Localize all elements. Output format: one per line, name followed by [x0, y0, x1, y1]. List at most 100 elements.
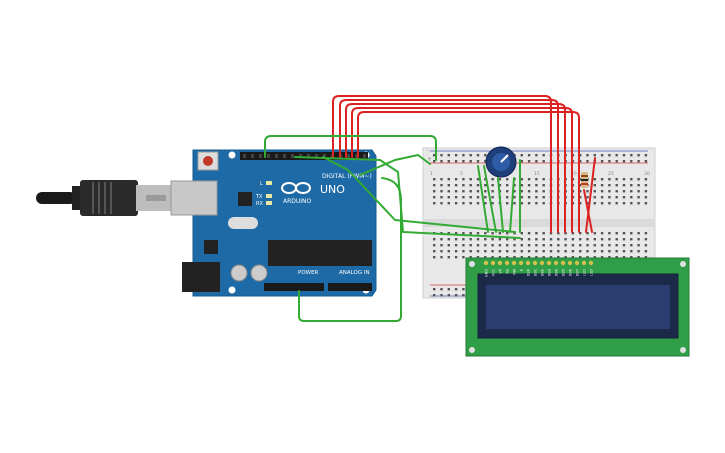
- breadboard-hole[interactable]: [447, 160, 450, 163]
- breadboard-hole[interactable]: [491, 178, 494, 181]
- breadboard-hole[interactable]: [484, 238, 487, 241]
- breadboard-hole[interactable]: [535, 190, 538, 193]
- breadboard-hole[interactable]: [608, 238, 611, 241]
- breadboard-hole[interactable]: [454, 196, 458, 199]
- breadboard-hole[interactable]: [454, 178, 458, 181]
- breadboard-hole[interactable]: [469, 256, 472, 259]
- breadboard-hole[interactable]: [557, 244, 560, 247]
- breadboard-hole[interactable]: [454, 232, 458, 235]
- breadboard-hole[interactable]: [579, 160, 582, 163]
- breadboard-hole[interactable]: [593, 196, 596, 199]
- lcd-pin[interactable]: [567, 260, 573, 266]
- breadboard-hole[interactable]: [484, 184, 487, 187]
- breadboard-hole[interactable]: [440, 184, 443, 187]
- breadboard-hole[interactable]: [644, 160, 648, 163]
- breadboard-hole[interactable]: [600, 178, 604, 181]
- breadboard-hole[interactable]: [600, 190, 604, 193]
- breadboard-hole[interactable]: [454, 294, 458, 297]
- breadboard-hole[interactable]: [549, 256, 553, 259]
- breadboard-hole[interactable]: [462, 160, 465, 163]
- breadboard-hole[interactable]: [579, 154, 582, 157]
- breadboard-hole[interactable]: [615, 190, 618, 193]
- breadboard-hole[interactable]: [527, 154, 531, 157]
- breadboard-hole[interactable]: [440, 202, 443, 205]
- breadboard-hole[interactable]: [527, 184, 531, 187]
- breadboard-hole[interactable]: [513, 184, 516, 187]
- potentiometer[interactable]: [485, 146, 517, 178]
- breadboard-hole[interactable]: [440, 250, 443, 253]
- breadboard-hole[interactable]: [469, 202, 472, 205]
- breadboard-hole[interactable]: [469, 184, 472, 187]
- breadboard-hole[interactable]: [579, 178, 582, 181]
- breadboard-hole[interactable]: [535, 160, 538, 163]
- breadboard-hole[interactable]: [484, 196, 487, 199]
- breadboard-hole[interactable]: [608, 250, 611, 253]
- breadboard-hole[interactable]: [600, 196, 604, 199]
- breadboard-hole[interactable]: [535, 184, 538, 187]
- breadboard-hole[interactable]: [440, 256, 443, 259]
- breadboard-hole[interactable]: [520, 196, 523, 199]
- breadboard-hole[interactable]: [615, 238, 618, 241]
- breadboard-hole[interactable]: [586, 232, 589, 235]
- breadboard-hole[interactable]: [498, 244, 502, 247]
- breadboard-hole[interactable]: [469, 178, 472, 181]
- breadboard-hole[interactable]: [498, 256, 502, 259]
- breadboard-hole[interactable]: [447, 178, 450, 181]
- breadboard-hole[interactable]: [557, 250, 560, 253]
- breadboard-hole[interactable]: [542, 238, 545, 241]
- breadboard-hole[interactable]: [630, 232, 633, 235]
- breadboard-hole[interactable]: [513, 196, 516, 199]
- breadboard-hole[interactable]: [542, 178, 545, 181]
- breadboard-hole[interactable]: [469, 160, 472, 163]
- breadboard-hole[interactable]: [491, 256, 494, 259]
- resistor[interactable]: [581, 172, 588, 188]
- breadboard-hole[interactable]: [600, 160, 604, 163]
- breadboard-hole[interactable]: [462, 190, 465, 193]
- breadboard-hole[interactable]: [622, 184, 626, 187]
- breadboard-hole[interactable]: [462, 288, 465, 291]
- breadboard-hole[interactable]: [535, 256, 538, 259]
- breadboard-hole[interactable]: [433, 238, 436, 241]
- breadboard-hole[interactable]: [644, 238, 648, 241]
- breadboard-hole[interactable]: [615, 244, 618, 247]
- lcd-pin[interactable]: [574, 260, 580, 266]
- breadboard-hole[interactable]: [579, 256, 582, 259]
- breadboard-hole[interactable]: [484, 256, 487, 259]
- breadboard-hole[interactable]: [535, 196, 538, 199]
- breadboard-hole[interactable]: [637, 190, 640, 193]
- breadboard-hole[interactable]: [644, 154, 648, 157]
- breadboard-hole[interactable]: [506, 202, 509, 205]
- breadboard-hole[interactable]: [622, 160, 626, 163]
- breadboard-hole[interactable]: [542, 244, 545, 247]
- breadboard-hole[interactable]: [440, 160, 443, 163]
- breadboard-hole[interactable]: [579, 190, 582, 193]
- breadboard-hole[interactable]: [586, 250, 589, 253]
- breadboard-hole[interactable]: [593, 178, 596, 181]
- breadboard-hole[interactable]: [622, 238, 626, 241]
- breadboard-hole[interactable]: [615, 184, 618, 187]
- breadboard-hole[interactable]: [520, 202, 523, 205]
- breadboard-hole[interactable]: [506, 244, 509, 247]
- breadboard-hole[interactable]: [520, 190, 523, 193]
- breadboard-hole[interactable]: [637, 256, 640, 259]
- breadboard-hole[interactable]: [440, 154, 443, 157]
- breadboard-hole[interactable]: [549, 244, 553, 247]
- breadboard-hole[interactable]: [630, 244, 633, 247]
- breadboard-hole[interactable]: [615, 232, 618, 235]
- breadboard-hole[interactable]: [520, 154, 523, 157]
- breadboard-hole[interactable]: [630, 250, 633, 253]
- breadboard-hole[interactable]: [476, 256, 480, 259]
- breadboard-hole[interactable]: [447, 202, 450, 205]
- breadboard-hole[interactable]: [484, 244, 487, 247]
- breadboard-hole[interactable]: [586, 154, 589, 157]
- breadboard-hole[interactable]: [579, 250, 582, 253]
- breadboard-hole[interactable]: [484, 232, 487, 235]
- breadboard-hole[interactable]: [600, 256, 604, 259]
- breadboard-hole[interactable]: [520, 256, 523, 259]
- breadboard-hole[interactable]: [491, 250, 494, 253]
- breadboard-hole[interactable]: [637, 184, 640, 187]
- breadboard-hole[interactable]: [593, 256, 596, 259]
- breadboard-hole[interactable]: [491, 190, 494, 193]
- breadboard-hole[interactable]: [440, 244, 443, 247]
